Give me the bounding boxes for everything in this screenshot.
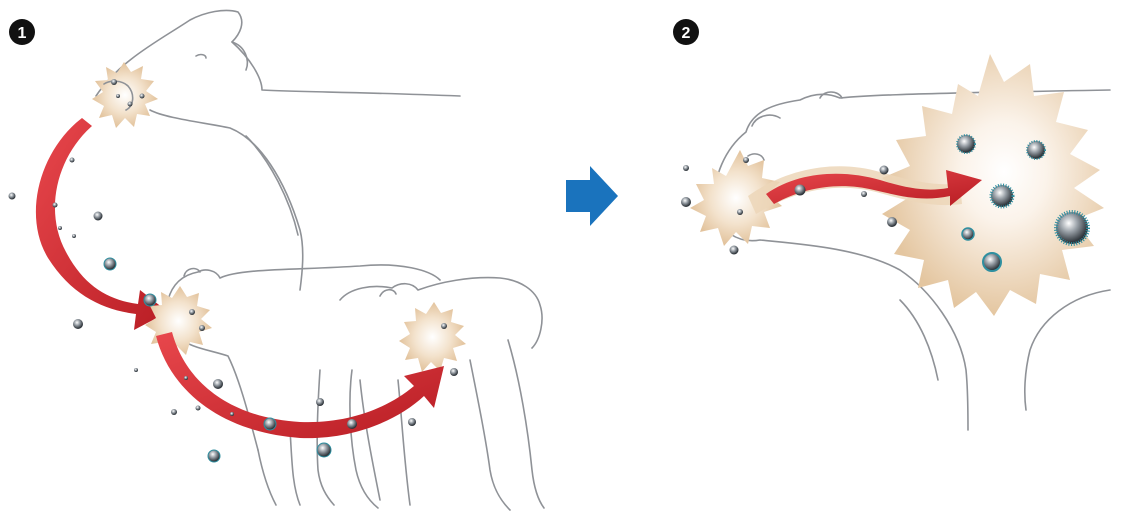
pathogen-particle [743, 157, 749, 163]
calf-2-outline [340, 278, 544, 510]
pathogen-particle [991, 185, 1013, 207]
pathogen-particle [116, 94, 120, 98]
pathogen-particle [140, 94, 145, 99]
pathogen-particle [683, 165, 689, 171]
step-badge-2: 2 [673, 19, 699, 45]
pathogen-particle [199, 325, 205, 331]
pathogen-particle [347, 419, 357, 429]
pathogen-particle [795, 185, 806, 196]
step-badge-2-label: 2 [682, 25, 691, 42]
pathogen-particle [230, 412, 234, 416]
pathogen-particle [94, 212, 103, 221]
pathogen-particle [208, 450, 220, 462]
pathogen-particle [887, 217, 897, 227]
pathogen-particle [408, 418, 416, 426]
pathogen-particle [111, 79, 117, 85]
pathogen-particle [730, 246, 739, 255]
pathogen-particle [1056, 212, 1088, 244]
pathogen-particle [134, 368, 138, 372]
panel-1: 1 [9, 10, 545, 510]
pathogen-particle [73, 319, 83, 329]
pathogen-particle [196, 406, 201, 411]
pathogen-particle [737, 209, 743, 215]
pathogen-particle [962, 228, 974, 240]
pathogen-particle [70, 158, 75, 163]
pathogen-particle [189, 309, 195, 315]
pathogen-particle [264, 418, 276, 430]
panel-2: 2 [673, 19, 1110, 430]
infection-burst-adult [92, 62, 158, 128]
pathogen-particle [441, 323, 447, 329]
pathogen-particle [144, 294, 156, 306]
pathogen-particle [58, 226, 62, 230]
pathogen-particle [861, 191, 867, 197]
pathogen-particle [983, 253, 1001, 271]
pathogen-particle [317, 443, 331, 457]
pathogen-particle [450, 368, 458, 376]
pathogen-particle [9, 193, 16, 200]
adult-cow-outline [96, 10, 460, 290]
pathogen-particle [171, 409, 177, 415]
pathogen-particle [128, 102, 133, 107]
pathogen-particle [957, 135, 975, 153]
pathogen-particle [1027, 141, 1045, 159]
pathogen-particle [213, 379, 223, 389]
right-arrow-icon [566, 166, 618, 226]
infection-burst-calf-2 [399, 302, 466, 372]
pathogen-particle [72, 234, 76, 238]
pathogen-particle [880, 166, 889, 175]
pathogen-particle [316, 398, 324, 406]
pathogen-particle [184, 376, 188, 380]
pathogen-particle [681, 197, 691, 207]
step-badge-1-label: 1 [18, 25, 27, 42]
pathogen-particle [104, 258, 116, 270]
pathogen-particle [53, 203, 58, 208]
step-badge-1: 1 [9, 19, 35, 45]
